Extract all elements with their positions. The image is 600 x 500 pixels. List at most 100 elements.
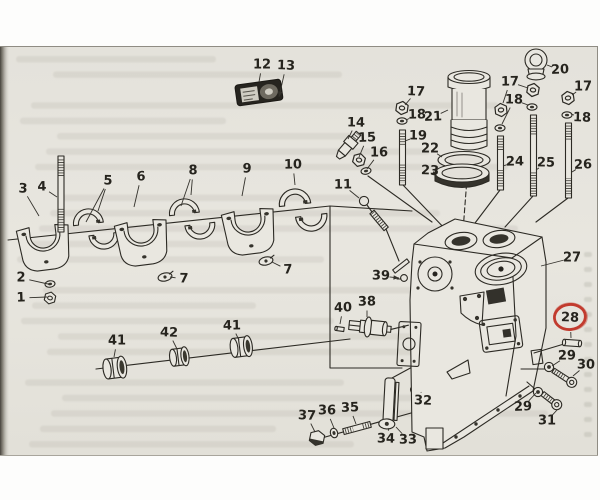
svg-text:15: 15	[358, 130, 377, 146]
cylinder-bore	[444, 231, 478, 251]
callout-1: 1	[16, 290, 48, 306]
svg-text:6: 6	[136, 169, 146, 184]
cone-boss	[446, 359, 471, 380]
main-bearing-set	[15, 155, 330, 306]
svg-text:26: 26	[574, 157, 593, 173]
stud-column-19	[394, 100, 410, 186]
callout-29: 29	[514, 392, 537, 415]
stud-column-25	[525, 81, 541, 197]
svg-text:13: 13	[277, 58, 296, 74]
washer-part18	[526, 103, 538, 111]
callout-31: 31	[538, 409, 558, 429]
svg-text:42: 42	[160, 325, 179, 341]
washer-part18	[396, 117, 408, 125]
svg-text:38: 38	[358, 294, 376, 309]
svg-text:34: 34	[377, 431, 395, 446]
callout-23: 23	[421, 163, 440, 179]
washer-part29	[543, 361, 555, 373]
stud-part4	[57, 155, 65, 233]
stud-column-26	[560, 90, 576, 199]
svg-text:30: 30	[577, 357, 595, 372]
bolt-part31	[540, 391, 565, 413]
callout-28: 28	[553, 302, 588, 339]
stud-part35	[342, 420, 372, 436]
washer-part36	[329, 427, 339, 439]
callout-37: 37	[298, 408, 317, 433]
callout-4: 4	[37, 179, 58, 198]
callout-11: 11	[334, 177, 360, 199]
book-gutter-shadow	[0, 46, 10, 456]
callout-18: 18	[570, 110, 591, 126]
svg-text:37: 37	[298, 408, 317, 424]
svg-text:35: 35	[341, 400, 360, 416]
pump-drive-part38	[348, 316, 409, 338]
washer-links	[520, 368, 546, 390]
callout-25: 25	[535, 155, 555, 171]
svg-text:1: 1	[16, 290, 26, 305]
svg-text:11: 11	[334, 177, 352, 192]
stud-part26	[564, 122, 573, 199]
callout-26: 26	[571, 157, 593, 173]
callout-27: 27	[540, 251, 581, 267]
camshaft-bushing-part42	[168, 346, 190, 367]
mount-foot	[425, 427, 444, 450]
svg-text:41: 41	[108, 334, 126, 349]
nameplate-part12	[234, 78, 284, 107]
svg-text:9: 9	[242, 161, 252, 176]
callout-34: 34	[377, 427, 395, 447]
callout-42: 42	[160, 325, 179, 350]
callout-6: 6	[133, 169, 146, 208]
svg-text:41: 41	[223, 318, 241, 333]
callout-15: 15	[358, 130, 377, 158]
rivet-part13	[277, 96, 281, 100]
bolt-part30	[551, 367, 580, 390]
callout-41: 41	[108, 334, 126, 358]
callout-36: 36	[318, 404, 336, 429]
callout-7: 7	[271, 261, 293, 278]
svg-text:2: 2	[16, 271, 25, 286]
callout-21: 21	[424, 109, 449, 125]
callout-18: 18	[405, 107, 426, 123]
svg-text:7: 7	[283, 262, 293, 277]
svg-text:4: 4	[37, 179, 46, 194]
svg-text:28: 28	[561, 310, 580, 326]
plug-part39	[396, 274, 408, 282]
callout-2: 2	[16, 271, 49, 286]
svg-text:17: 17	[574, 80, 592, 95]
dipstick-part11	[358, 195, 410, 274]
stud-part24	[496, 135, 505, 191]
callout-12: 12	[253, 58, 271, 83]
callout-17: 17	[571, 80, 592, 96]
side-window	[474, 252, 528, 286]
svg-text:5: 5	[103, 173, 112, 188]
pin-boss	[530, 348, 544, 366]
washer-part18	[494, 124, 506, 132]
stud-part19	[398, 129, 407, 186]
svg-text:18: 18	[505, 92, 523, 107]
camshaft-bushing-part41	[102, 355, 128, 380]
svg-text:31: 31	[538, 414, 556, 429]
callout-3: 3	[18, 181, 40, 217]
callout-16: 16	[366, 146, 388, 170]
cylinder-bore	[482, 229, 516, 249]
slot-opening	[485, 287, 507, 305]
svg-text:3: 3	[18, 181, 28, 196]
callout-32: 32	[414, 391, 432, 409]
callout-38: 38	[358, 294, 376, 317]
svg-text:40: 40	[334, 300, 353, 316]
svg-text:24: 24	[506, 154, 524, 169]
fitting-part14	[335, 130, 362, 160]
svg-text:33: 33	[399, 432, 417, 447]
callout-13: 13	[277, 58, 296, 98]
svg-text:20: 20	[551, 62, 570, 78]
svg-text:22: 22	[421, 142, 439, 157]
cap-nut-part37	[308, 430, 326, 446]
camshaft-bushing-part41	[229, 335, 253, 358]
stud-part25	[529, 114, 538, 197]
svg-text:36: 36	[318, 404, 336, 419]
callout-40: 40	[334, 300, 353, 325]
svg-text:19: 19	[409, 128, 427, 143]
callout-9: 9	[241, 161, 252, 197]
